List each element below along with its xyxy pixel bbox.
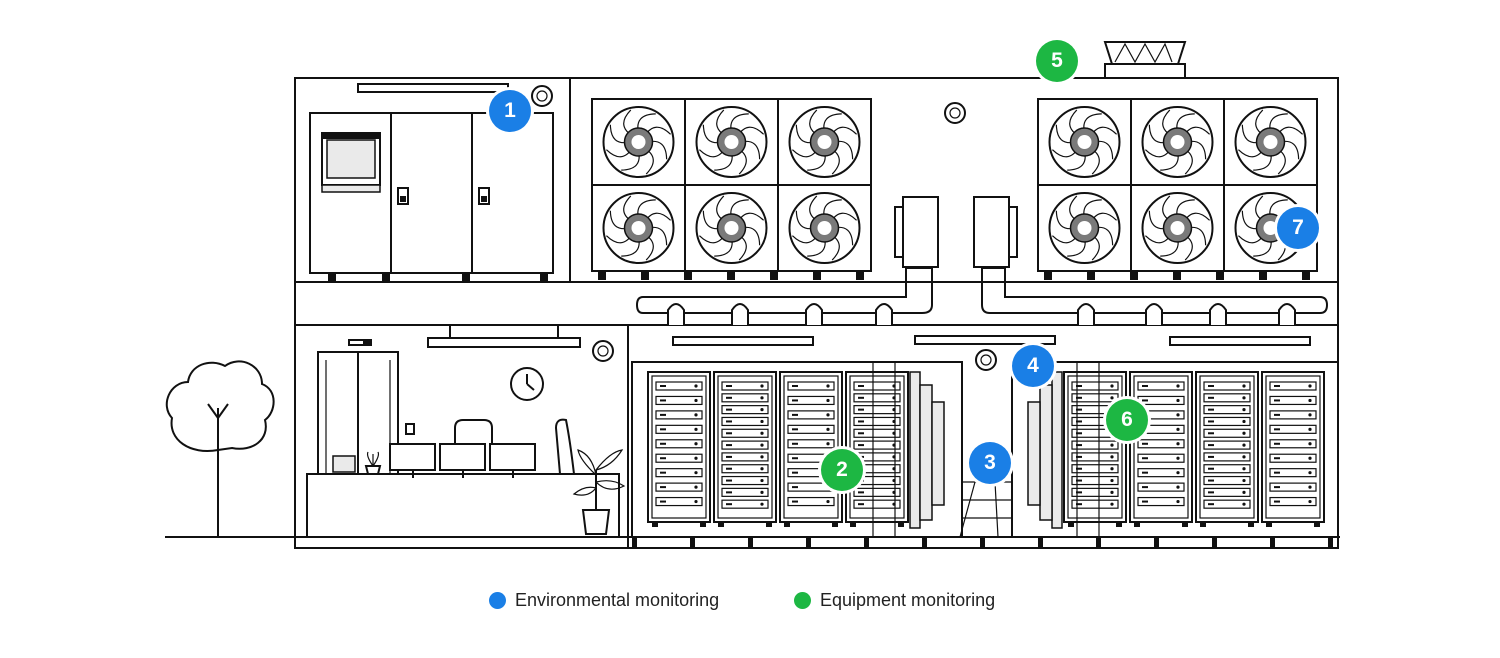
legend-equipment: Equipment monitoring: [794, 590, 995, 611]
potted-plant: [572, 449, 626, 535]
marker-6: 6: [1106, 399, 1148, 441]
legend-equipment-label: Equipment monitoring: [820, 590, 996, 610]
marker-3: 3: [969, 442, 1011, 484]
server-rack: [845, 371, 909, 527]
marker-4: 4: [1012, 345, 1054, 387]
marker-7: 7: [1277, 207, 1319, 249]
cold-aisle-floor: [959, 481, 1012, 538]
server-aisle-left: [631, 361, 963, 538]
fan-icon: [1141, 192, 1214, 264]
fan-icon: [1141, 106, 1214, 178]
fan-icon: [1048, 192, 1121, 264]
switchgear-cabinets: [309, 112, 554, 281]
fan-icon: [1048, 106, 1121, 178]
building-outline: [294, 77, 1339, 549]
tree-illustration: [165, 360, 275, 537]
environmental-dot-icon: [489, 592, 506, 609]
server-rack: [647, 371, 711, 527]
office-room: [306, 339, 620, 538]
legend: Environmental monitoring Equipment monit…: [0, 590, 1500, 620]
fan-icon: [788, 192, 861, 264]
fan-icon: [602, 106, 675, 178]
marker-1: 1: [489, 90, 531, 132]
raised-floor-supports: [632, 538, 1333, 547]
chiller-unit-right: [1037, 98, 1318, 280]
ducting: [635, 267, 1329, 314]
marker-2: 2: [821, 449, 863, 491]
rooftop-unit: [1103, 41, 1187, 79]
supply-vents: [667, 303, 1296, 325]
server-rack: [779, 371, 843, 527]
equipment-dot-icon: [794, 592, 811, 609]
marker-5: 5: [1036, 40, 1078, 82]
server-rack: [713, 371, 777, 527]
legend-environmental-label: Environmental monitoring: [515, 590, 720, 610]
chiller-unit-left: [591, 98, 872, 280]
air-handler-units: [894, 196, 1018, 268]
server-rack: [1195, 371, 1259, 527]
fan-icon: [602, 192, 675, 264]
server-rack: [1129, 371, 1193, 527]
server-aisle-right: [1011, 361, 1339, 538]
server-rack: [1063, 371, 1127, 527]
fan-icon: [1234, 106, 1307, 178]
fan-icon: [788, 106, 861, 178]
server-rack: [1261, 371, 1325, 527]
legend-environmental: Environmental monitoring: [489, 590, 719, 611]
fan-icon: [695, 106, 768, 178]
fan-icon: [695, 192, 768, 264]
